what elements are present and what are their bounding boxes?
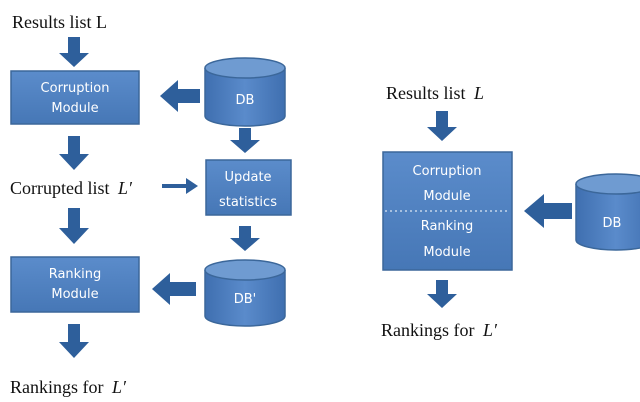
right-rankings-label: Rankings for L′ xyxy=(381,320,498,340)
db-cylinder: DB xyxy=(204,57,286,127)
results-list-label: Results list L xyxy=(12,12,107,32)
right-db-label: DB xyxy=(603,216,622,231)
rankings-label: Rankings for L′ xyxy=(10,377,127,397)
right-ranking-line1: Ranking xyxy=(421,219,474,234)
arrow-down-icon xyxy=(59,208,89,244)
rankings-prefix: Rankings for xyxy=(10,377,104,397)
corruption-module-line1: Corruption xyxy=(41,81,110,96)
right-results-var: L xyxy=(473,83,484,103)
corrupted-list-label: Corrupted list L′ xyxy=(10,178,133,198)
right-results-prefix: Results list xyxy=(386,83,466,103)
arrow-left-icon xyxy=(152,273,196,305)
corrupted-list-prefix: Corrupted list xyxy=(10,178,110,198)
arrow-down-icon xyxy=(59,324,89,358)
right-corruption-line2: Module xyxy=(423,189,470,204)
update-statistics-box: Update statistics xyxy=(205,159,292,216)
update-statistics-line1: Update xyxy=(224,170,271,185)
db-label: DB xyxy=(236,93,255,108)
arrow-down-icon xyxy=(427,111,457,141)
combined-module-box: Corruption Module Ranking Module xyxy=(382,151,513,271)
ranking-module-line1: Ranking xyxy=(49,267,102,282)
db-prime-cylinder: DB' xyxy=(204,259,286,327)
corruption-module-box: Corruption Module xyxy=(10,70,140,125)
arrow-left-icon xyxy=(160,80,200,112)
arrow-down-icon xyxy=(59,37,89,67)
right-ranking-line2: Module xyxy=(423,245,470,260)
rankings-var: L′ xyxy=(111,377,127,397)
arrow-right-icon xyxy=(162,178,198,194)
right-corruption-line1: Corruption xyxy=(413,164,482,179)
update-statistics-line2: statistics xyxy=(219,195,277,210)
right-results-list-label: Results list L xyxy=(386,83,484,103)
arrow-down-icon xyxy=(230,226,260,251)
ranking-module-line2: Module xyxy=(51,287,98,302)
arrow-down-icon xyxy=(427,280,457,308)
corruption-module-line2: Module xyxy=(51,101,98,116)
arrow-left-icon xyxy=(524,194,572,228)
right-rankings-var: L′ xyxy=(482,320,498,340)
corrupted-list-var: L′ xyxy=(117,178,133,198)
arrow-down-icon xyxy=(59,136,89,170)
db-prime-label: DB' xyxy=(234,292,257,307)
ranking-module-box: Ranking Module xyxy=(10,256,140,313)
right-rankings-prefix: Rankings for xyxy=(381,320,475,340)
arrow-down-icon xyxy=(230,128,260,153)
right-db-cylinder: DB xyxy=(575,173,640,251)
